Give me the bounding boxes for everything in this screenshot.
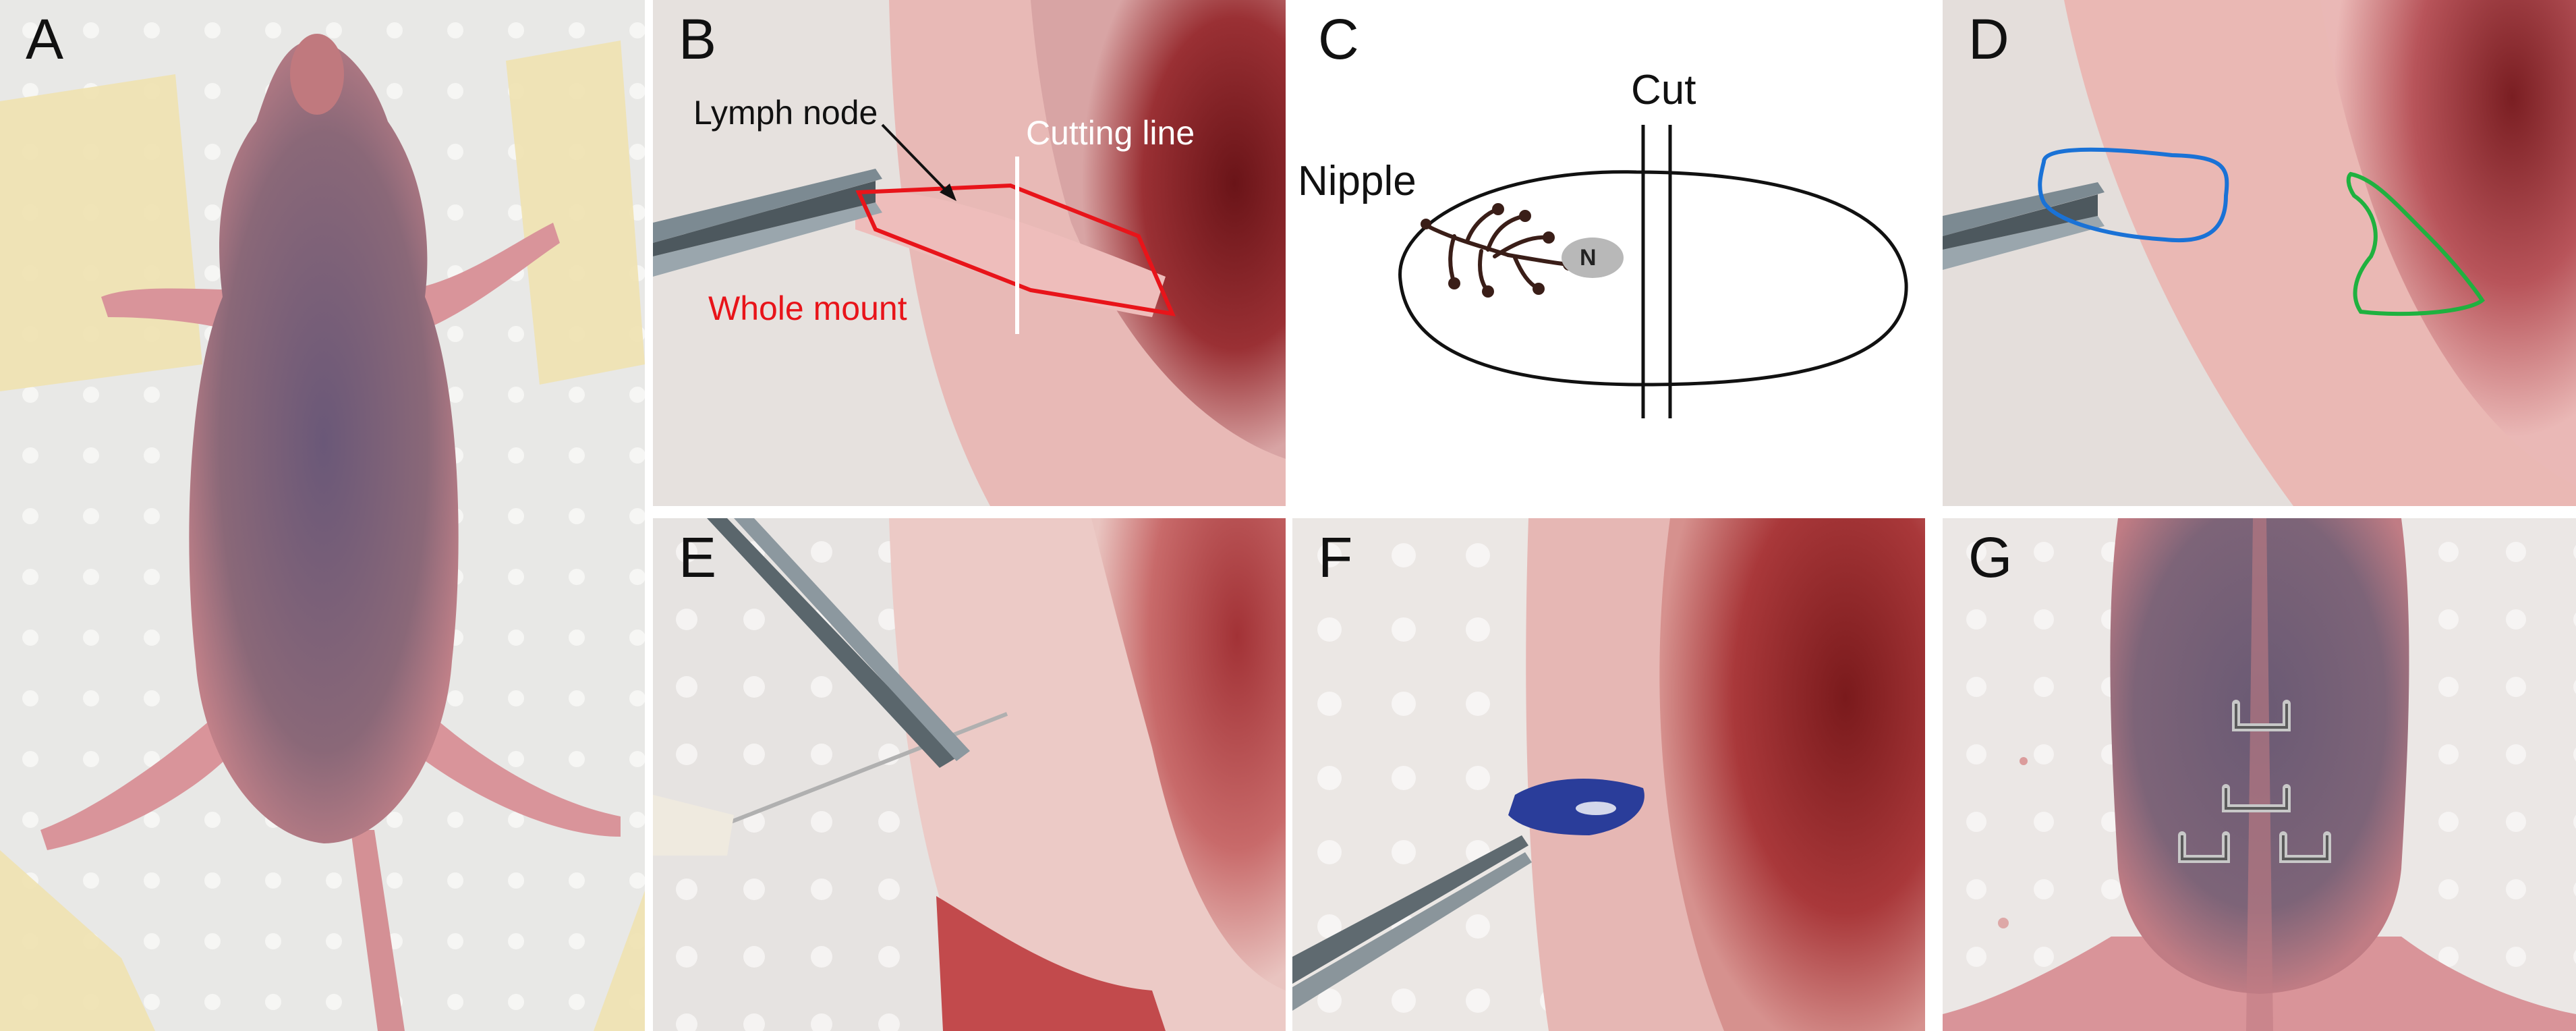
whole-mount-outline [855,183,1176,316]
nipple-point [1421,219,1431,229]
green-region-outline [2346,171,2485,316]
panel-letter-c: C [1318,7,1359,71]
tape-bottom-left [0,850,155,1031]
panel-b: B Lymph node Cutting line Whole mount [653,0,1286,506]
tape-top-right [506,40,645,385]
panel-e: E [653,518,1286,1031]
tape-bottom-right [594,891,645,1031]
duct-terminals [1448,203,1575,298]
ductal-tree [1425,207,1571,294]
node-marker-label: N [1580,245,1597,271]
panel-a: A [0,0,645,1031]
lymph-node-arrow [881,123,952,197]
gland-outline [1398,170,1908,387]
panel-letter-f: F [1318,526,1353,589]
panel-f: F [1292,518,1925,1031]
lymph-node-label: Lymph node [693,94,878,132]
mouse-full-body-photo [0,0,645,1031]
needle-icon [653,712,1008,856]
panel-letter-b: B [679,7,717,71]
panel-g: G [1943,518,2576,1031]
mammary-gland-diagram [1398,125,1908,418]
dissection-photo-f [1292,518,1925,1031]
dissection-photo-b [653,0,1286,506]
mouse-body [189,40,459,843]
lymph-node-marker [1562,238,1624,278]
panel-d: D [1943,0,2576,506]
panel-letter-a: A [26,7,64,71]
whole-mount-label: Whole mount [708,289,907,327]
tweezer-icon [707,518,970,768]
tweezer-icon [1292,835,1532,1011]
sutured-mouse-photo [1943,518,2576,1031]
tape-top-left [0,74,202,391]
panel-c: C Cut Nipple N [1292,0,1925,506]
panel-letter-g: G [1968,526,2013,589]
tweezer-icon [1943,182,2105,270]
blue-region-outline [2038,147,2229,243]
panel-letter-e: E [679,526,717,589]
cutting-line-label: Cutting line [1026,114,1195,152]
dissection-photo-d [1943,0,2576,506]
panel-letter-d: D [1968,7,2009,71]
cut-label: Cut [1631,67,1696,113]
tweezer-icon [653,169,882,277]
nipple-label: Nipple [1298,158,1416,204]
dissection-photo-e [653,518,1286,1031]
